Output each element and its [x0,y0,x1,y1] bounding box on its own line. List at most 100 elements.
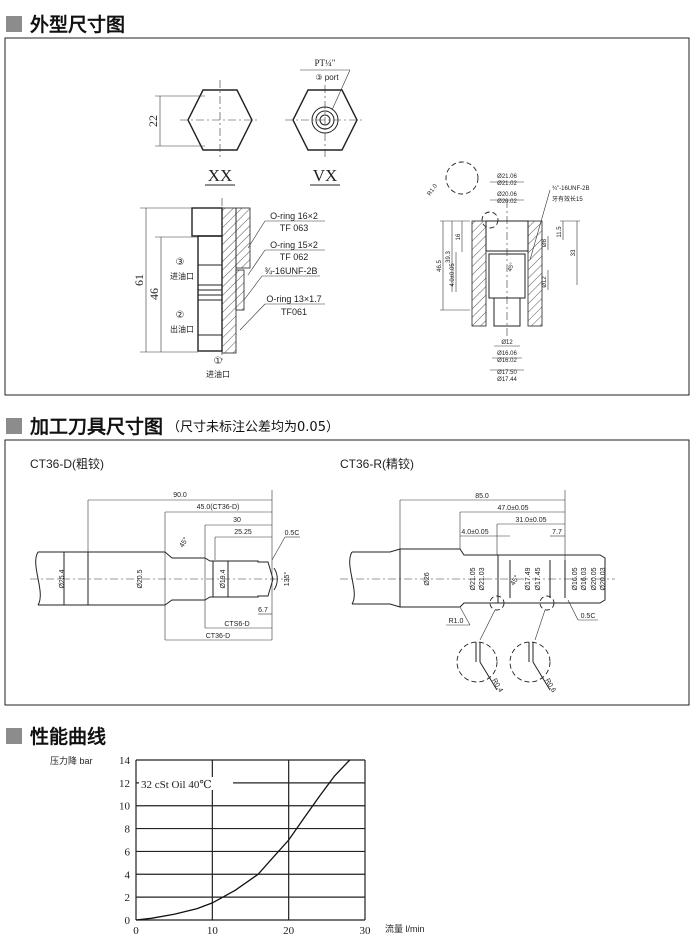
y-tick-label: 14 [119,755,131,767]
cavity-h33: 33 [571,249,577,256]
section-header-outline: 外型尺寸图 [6,10,125,37]
y-tick-label: 8 [125,824,131,836]
tool-r-dia-1605: Ø16.05 [572,567,579,590]
cavity-angle: 45° [507,262,516,273]
port3-name: 进油口 [170,271,194,281]
tool-r-dia-1749: Ø17.49 [525,567,532,590]
tool-r-length-77: 7.7 [552,529,562,536]
y-tick-label: 4 [125,869,131,881]
oring2-code: TF 062 [280,252,309,262]
section-title: 性能曲线 [30,726,107,748]
cavity-d1a: Ø21.06 [497,174,517,180]
section-marker-icon [6,727,22,744]
chart-xlabel: 流量 l/min [385,923,425,934]
tool-r-dia-2105: Ø21.05 [470,567,477,590]
tool-r-chamfer: 0.5C [581,613,596,620]
tool-d-dia-194: Ø19.4 [220,569,227,588]
x-tick-label: 0 [133,925,139,937]
y-tick-label: 10 [119,801,131,813]
cavity-d1b: Ø21.02 [497,181,517,187]
cavity-d8: Ø8 [542,238,548,247]
cavity-thread-length: 牙有效长15 [552,195,583,203]
tool-ct36-r: CT36-R(精铰) 85.0 47.0±0.05 31.0±0.05 4.0±… [340,456,615,694]
tool-d-length-30: 30 [233,517,241,524]
oring3-label: O-ring 13×1.7 [266,294,321,304]
section-title: 外型尺寸图 [30,14,126,36]
pt-thread-label: PT¼" [315,58,336,68]
tool-ct36-d: CT36-D(粗铰) 90.0 45.0(CT36-D) 30 25.25 0.… [30,456,300,641]
tool-r-title: CT36-R(精铰) [340,456,414,471]
oring1-code: TF 063 [280,223,309,233]
tool-r-length-47: 47.0±0.05 [497,505,528,512]
y-tick-label: 2 [125,892,131,904]
tool-d-dia-205: Ø20.5 [137,569,144,588]
cavity-d4a: Ø17.50 [497,370,517,376]
port1-name: 进油口 [206,369,230,379]
tooling-frame [4,439,690,706]
tool-d-length-90: 90.0 [173,492,187,499]
tool-d-length-2525: 25.25 [234,529,252,536]
tool-r-dia-2005: Ø20.05 [591,567,598,590]
cavity-drawing: Ø21.06 Ø21.02 Ø20.06 Ø20.02 ¾"-16UNF-2B … [427,161,589,383]
section-header-tooling: 加工刀具尺寸图 （尺寸未标注公差均为0.05） [6,412,339,439]
oring2-label: O-ring 15×2 [270,240,318,250]
cavity-h16: 16 [456,233,462,240]
tool-r-angle-45: 45° [509,574,521,587]
y-tick-label: 0 [125,915,131,927]
tool-r-dia-1603: Ø16.03 [581,567,588,590]
section-header-performance: 性能曲线 [6,722,106,749]
chart-ylabel: 压力降 bar [50,755,93,766]
tool-d-length-45: 45.0(CT36-D) [197,504,240,511]
section-note: （尺寸未标注公差均为0.05） [167,420,339,435]
tool-d-ct36: CT36-D [206,633,231,640]
outline-frame [4,37,690,396]
tool-d-chamfer: 0.5C [285,530,300,537]
tool-r-radius-10: R1.0 [449,618,464,625]
tool-d-cts6: CTS6-D [224,621,249,628]
performance-chart: 压力降 bar 流量 l/min 32 cSt Oil 40℃ 02468101… [50,755,425,937]
cavity-d12: Ø12 [501,340,513,346]
cavity-h393: 39.3 [446,251,452,263]
section-view: 61 46 ③ 进油口 ② 出油口 ① 进油口 O-ring 16×2 TF 0… [132,198,325,379]
chart-annotation: 32 cSt Oil 40℃ [141,779,212,791]
x-tick-label: 20 [283,925,295,937]
tool-r-dia-26: Ø26 [424,572,431,585]
tool-d-angle-45: 45° [178,536,190,549]
tool-r-dia-2003: Ø20.03 [600,567,607,590]
cavity-d12-side: Ø12 [542,276,548,288]
view-xx: 22 XX [146,80,260,186]
cavity-h465: 46.5 [437,260,443,272]
x-tick-label: 10 [207,925,219,937]
cavity-thread: ¾"-16UNF-2B [552,186,589,192]
x-tick-label: 30 [360,925,372,937]
view-vx: PT¼" ③ port VX [285,58,365,186]
tool-r-length-31: 31.0±0.05 [515,517,546,524]
tool-d-dia-254: Ø25.4 [59,569,66,588]
cavity-d2b: Ø20.02 [497,199,517,205]
tool-r-radius-04: R0.4 [490,678,504,694]
dim-61: 61 [132,274,146,286]
tool-r-length-85: 85.0 [475,493,489,500]
dim-46: 46 [147,288,161,300]
tool-r-radius-06: R0.6 [543,678,557,694]
section-marker-icon [6,417,22,434]
view-label-vx: VX [313,166,338,185]
tool-r-dia-1745: Ø17.45 [535,567,542,590]
port-label: ③ port [315,73,339,82]
view-label-xx: XX [208,166,233,185]
tool-d-angle-135: 135° [283,572,291,587]
port1-number: ① [214,356,223,367]
dim-22: 22 [146,115,160,127]
section-marker-icon [6,15,22,32]
cavity-h4: 4.0±0.05 [450,263,456,287]
tool-d-title: CT36-D(粗铰) [30,456,104,471]
cavity-radius: R1.0 [427,183,440,197]
tool-d-length-67: 6.7 [258,607,268,614]
cavity-h115: 11.5 [557,226,563,238]
section-title: 加工刀具尺寸图 [30,416,164,438]
tool-r-dia-2103: Ø21.03 [479,567,486,590]
cavity-d4b: Ø17.44 [497,377,517,383]
port2-number: ② [176,310,185,321]
